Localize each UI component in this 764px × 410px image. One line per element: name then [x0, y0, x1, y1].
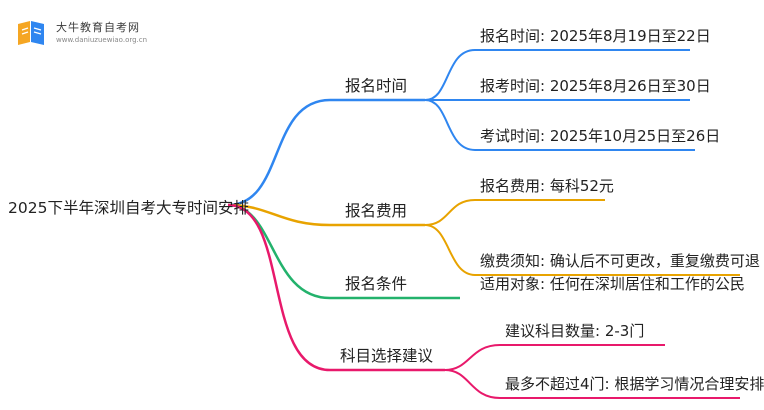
connector-root-branch-fee	[227, 203, 425, 227]
connector-root-branch-subjects	[227, 203, 445, 372]
root-node: 2025下半年深圳自考大专时间安排	[8, 199, 249, 217]
branch-registration-fee: 报名费用	[345, 202, 408, 220]
connector-fee-leaf-1	[424, 199, 605, 226]
connector-time-leaf-3	[424, 99, 695, 151]
connector-root-branch-condition	[227, 203, 460, 300]
book-logo-icon	[18, 21, 44, 45]
connector-time-leaf-1	[424, 49, 690, 101]
logo-url: www.daniuzuewiao.org.cn	[56, 36, 148, 44]
branch-subject-advice: 科目选择建议	[340, 347, 434, 365]
leaf-application-date: 报考时间: 2025年8月26日至30日	[480, 77, 711, 95]
connector-fee-leaf-2	[424, 224, 740, 276]
connector-subjects-leaf-1	[444, 344, 665, 371]
leaf-subject-limit: 最多不超过4门: 根据学习情况合理安排	[505, 375, 764, 393]
branch-registration-time: 报名时间	[345, 77, 408, 95]
leaf-exam-date: 考试时间: 2025年10月25日至26日	[480, 127, 721, 145]
branch-registration-condition: 报名条件	[345, 275, 408, 293]
connector-subjects-leaf-2	[444, 369, 740, 399]
leaf-fee-amount: 报名费用: 每科52元	[480, 177, 614, 195]
leaf-registration-date: 报名时间: 2025年8月19日至22日	[480, 27, 711, 45]
connector-root-branch-time	[227, 98, 425, 207]
logo-title: 大牛教育自考网	[56, 21, 140, 34]
leaf-eligibility: 适用对象: 任何在深圳居住和工作的公民	[480, 275, 745, 293]
leaf-payment-notice: 缴费须知: 确认后不可更改，重复缴费可退	[480, 252, 760, 270]
leaf-subject-count: 建议科目数量: 2-3门	[505, 322, 645, 340]
site-logo: 大牛教育自考网 www.daniuzuewiao.org.cn	[12, 14, 162, 50]
